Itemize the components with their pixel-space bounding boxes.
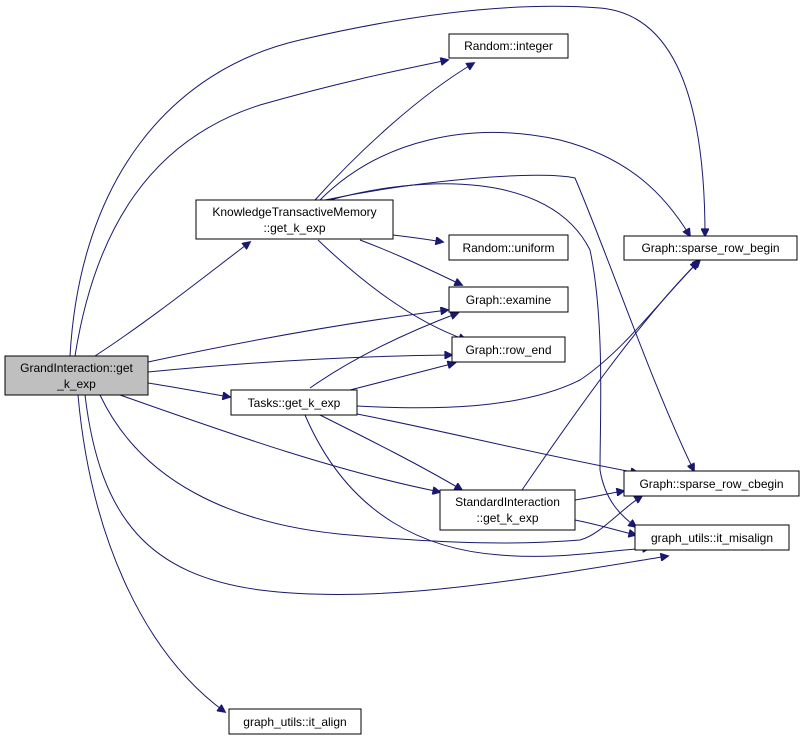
edge-ktm-to-sparse-row-begin [319,132,690,237]
node-label: KnowledgeTransactiveMemory [212,205,376,219]
edge-grand-to-sparse-row-cbegin [99,394,642,544]
nodes: GrandInteraction::get _k_exp KnowledgeTr… [4,33,800,735]
node-label: StandardInteraction [455,495,560,509]
node-label: ::get_k_exp [263,221,325,235]
node-grand-interaction-get-k-exp[interactable]: GrandInteraction::get _k_exp [4,355,149,396]
node-knowledge-transactive-memory-get-k-exp[interactable]: KnowledgeTransactiveMemory ::get_k_exp [195,199,394,240]
node-label: Graph::examine [466,293,552,307]
node-label: Random::uniform [462,241,554,255]
edge-tasks-to-standard [319,414,462,490]
node-graph-examine[interactable]: Graph::examine [448,286,569,313]
node-graph-utils-it-misalign[interactable]: graph_utils::it_misalign [634,524,790,551]
edge-grand-to-random-integer [74,60,448,357]
node-label: Graph::sparse_row_begin [641,241,779,255]
node-label: Random::integer [464,39,553,53]
edge-grand-to-standard [119,394,440,492]
edge-standard-to-sparse-row-cbegin [574,491,624,501]
edge-grand-to-it-misalign [84,394,668,596]
node-label: graph_utils::it_misalign [651,531,773,545]
node-label: GrandInteraction::get [20,361,133,375]
edge-ktm-to-examine [359,239,462,285]
edge-ktm-to-it-misalign [329,183,636,527]
edge-grand-to-sparse-row-begin [69,5,705,357]
edge-grand-to-tasks [147,382,230,397]
edge-ktm-to-row-end [317,239,466,340]
edge-standard-to-sparse-row-begin [521,262,698,491]
node-graph-sparse-row-begin[interactable]: Graph::sparse_row_begin [623,235,798,261]
edge-tasks-to-sparse-row-cbegin [356,413,638,473]
edge-ktm-to-random-integer [314,63,474,201]
edge-tasks-to-it-misalign [304,414,650,557]
edges [69,5,705,712]
node-random-integer[interactable]: Random::integer [448,33,569,59]
node-label: Tasks::get_k_exp [248,396,341,410]
edge-grand-to-examine [147,310,448,363]
node-tasks-get-k-exp[interactable]: Tasks::get_k_exp [230,389,358,416]
node-graph-row-end[interactable]: Graph::row_end [451,336,566,363]
edge-ktm-to-random-uniform [392,234,443,242]
node-label: ::get_k_exp [476,511,538,525]
edge-grand-to-ktm [94,242,250,357]
edge-tasks-to-row-end [349,363,455,391]
edge-ktm-to-sparse-row-cbegin [324,174,694,471]
node-random-uniform[interactable]: Random::uniform [448,234,569,261]
edge-grand-to-it-align [77,394,225,712]
edge-grand-to-row-end [147,355,452,373]
edge-standard-to-it-misalign [574,519,636,535]
node-label: _k_exp [56,377,96,391]
node-graph-sparse-row-cbegin[interactable]: Graph::sparse_row_cbegin [623,470,800,497]
node-label: graph_utils::it_align [243,715,346,729]
node-graph-utils-it-align[interactable]: graph_utils::it_align [228,708,362,735]
edge-tasks-to-examine [309,313,458,389]
node-label: Graph::sparse_row_cbegin [639,477,783,491]
node-standard-interaction-get-k-exp[interactable]: StandardInteraction ::get_k_exp [439,489,576,531]
node-label: Graph::row_end [465,343,551,357]
